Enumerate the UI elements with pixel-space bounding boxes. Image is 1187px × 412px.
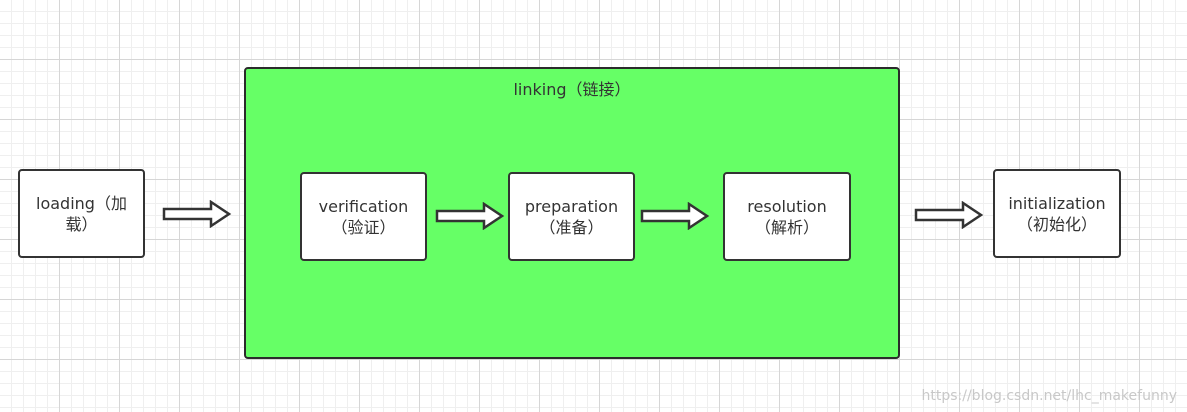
initialization-node-line1: initialization — [1008, 193, 1106, 213]
initialization-node: initialization （初始化） — [993, 169, 1121, 258]
arrow-loading-to-linking — [162, 200, 232, 228]
arrow-verification-to-preparation — [435, 202, 505, 230]
resolution-node-line1: resolution — [747, 196, 827, 216]
preparation-node-line2: （准备） — [539, 217, 604, 237]
loading-node: loading（加 载） — [18, 169, 145, 258]
loading-node-line1: loading（加 — [36, 193, 127, 213]
preparation-node-line1: preparation — [524, 196, 619, 216]
loading-node-line2: 载） — [65, 214, 98, 234]
linking-label: linking（链接） — [513, 80, 631, 99]
watermark: https://blog.csdn.net/lhc_makefunny — [921, 388, 1178, 404]
preparation-node: preparation （准备） — [508, 172, 635, 261]
verification-node-line2: （验证） — [331, 217, 396, 237]
arrow-linking-to-initialization — [914, 201, 984, 229]
resolution-node-line2: （解析） — [754, 217, 819, 237]
resolution-node: resolution （解析） — [723, 172, 851, 261]
verification-node-line1: verification — [318, 196, 409, 216]
initialization-node-line2: （初始化） — [1016, 214, 1097, 234]
arrow-preparation-to-resolution — [640, 202, 710, 230]
verification-node: verification （验证） — [300, 172, 427, 261]
